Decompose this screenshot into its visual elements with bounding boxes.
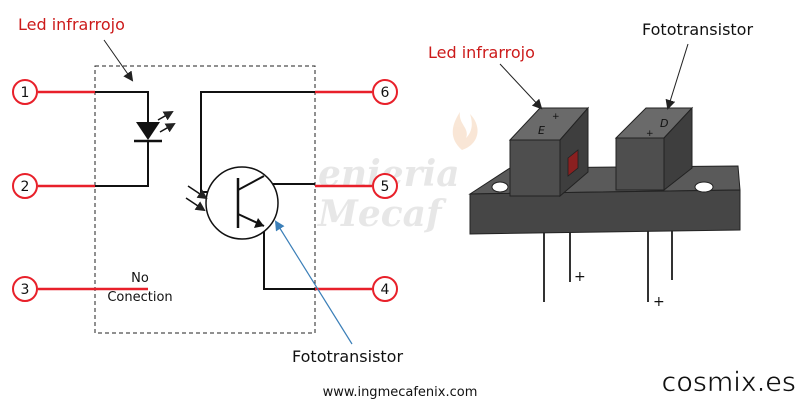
base-front-face [469,189,741,235]
led-pointer [103,39,134,82]
component-illustration: + + + E + D Led infrarrojo Fototransisto… [428,20,753,310]
pin-6: 6 [372,79,398,105]
svg-text:3: 3 [21,282,30,298]
detector-mark: D [660,117,668,130]
emitter-tower-side [559,106,589,198]
transistor-pointer [274,220,353,345]
package-outline [94,65,316,334]
component-leads [543,228,673,302]
emitter-plus-mark: + [552,112,560,122]
pin-3: 3 [12,276,38,302]
component-transistor-label: Fototransistor [642,20,753,39]
pin-2: 2 [12,173,38,199]
website-label: www.ingmecafenix.com [323,385,478,400]
component-led-pointer [499,63,543,110]
component-led-label: Led infrarrojo [428,43,535,62]
mount-hole-left [491,181,509,193]
svg-text:5: 5 [381,179,390,195]
external-wires [38,90,372,291]
nc-label-line1: No [131,271,149,286]
phototransistor-symbol [185,166,279,240]
watermark: enieria Mecaf [316,112,478,235]
led-symbol [134,111,176,143]
schematic-led-label: Led infrarrojo [18,15,125,34]
svg-text:4: 4 [381,282,390,298]
schematic-transistor-label: Fototransistor [292,347,403,366]
internal-wires [95,91,315,290]
detector-tower-front [615,137,665,191]
brand-watermark: cosmix.es [662,367,796,398]
pin-1: 1 [12,79,38,105]
watermark-line2: Mecaf [316,193,447,235]
lead-plus-right: + [653,294,665,310]
flame-icon [452,112,478,150]
lead-plus-left: + [574,269,586,285]
emitter-tower-front [509,139,561,197]
emitter-mark: E [538,124,545,137]
svg-text:6: 6 [381,85,390,101]
nc-label-line2: Conection [107,290,172,305]
detector-plus-mark: + [646,129,654,139]
pin-4: 4 [372,276,398,302]
schematic: 1 2 3 4 5 6 No Conection Led infrarrojo … [12,15,403,366]
svg-text:2: 2 [21,179,30,195]
svg-text:1: 1 [21,85,30,101]
pin-5: 5 [372,173,398,199]
emitter-window [567,149,579,177]
mount-hole-right [694,181,714,193]
detector-tower-side [663,106,693,192]
component-transistor-pointer [665,43,689,110]
